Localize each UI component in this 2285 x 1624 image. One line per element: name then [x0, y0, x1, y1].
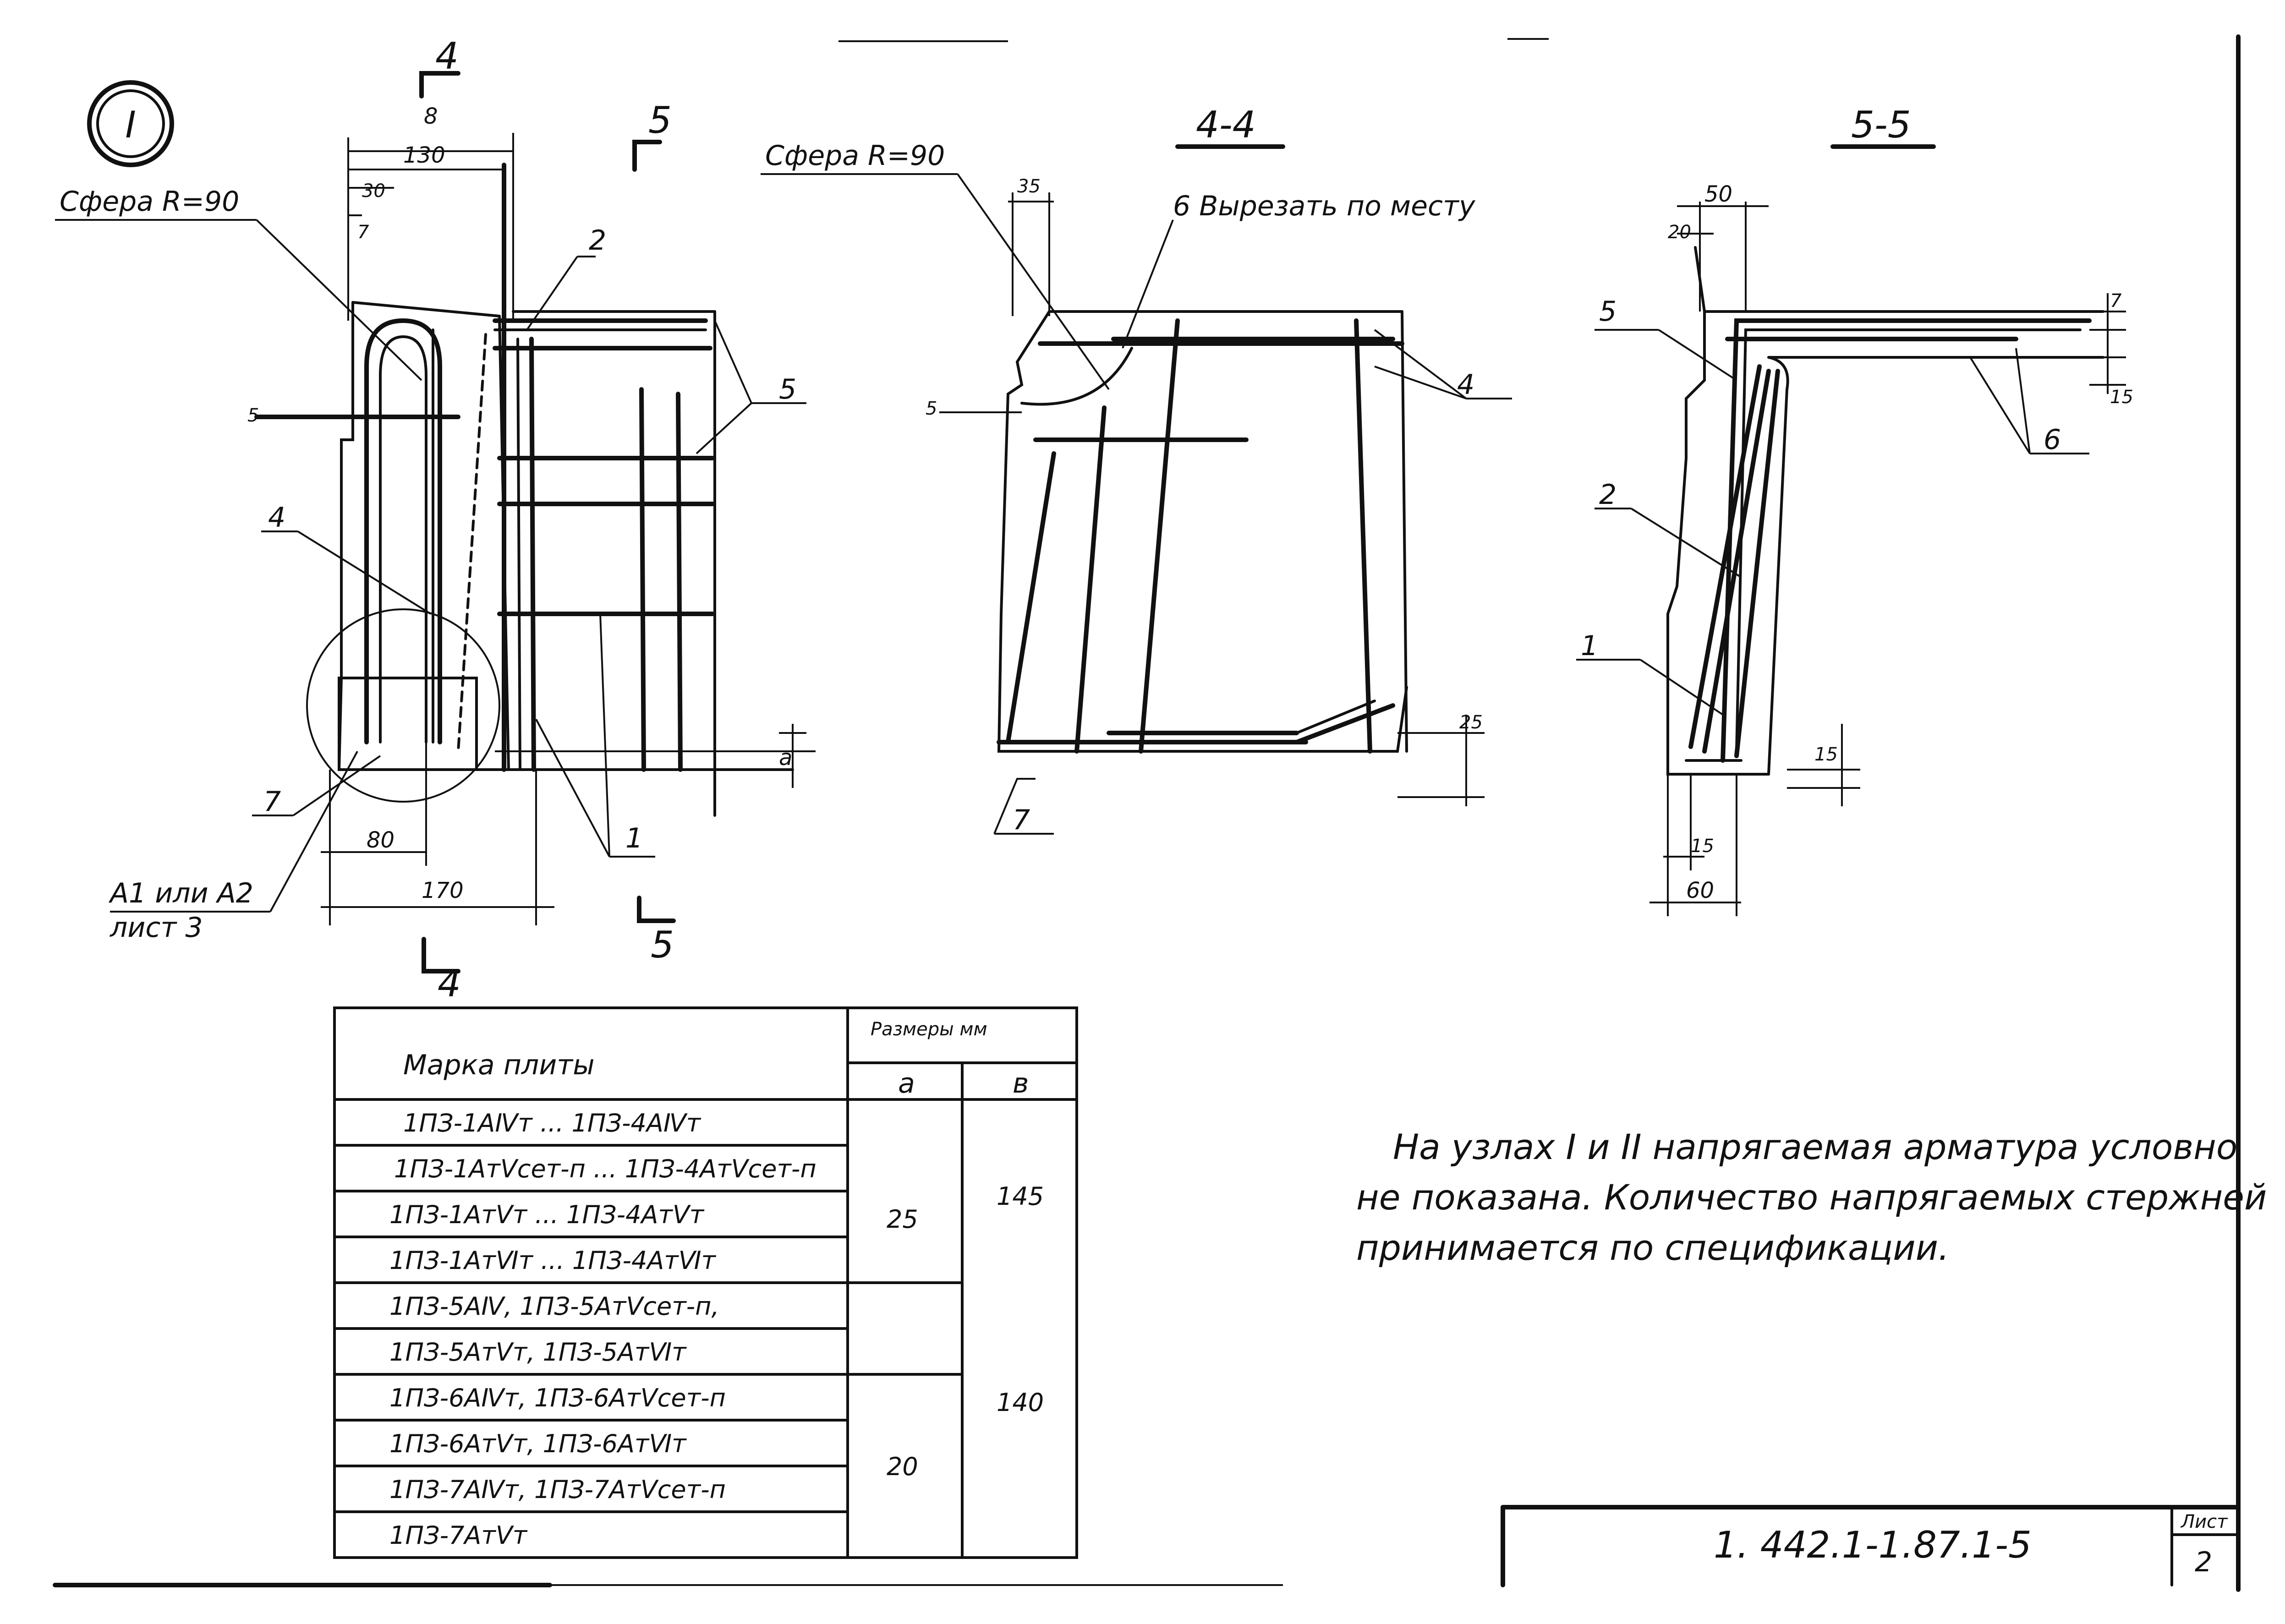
dim-170: 170 — [422, 878, 464, 903]
callout-5-55: 5 — [1599, 295, 1616, 328]
table-row: 1ПЗ-7АⅣт, 1ПЗ-7АтⅤсет-п — [389, 1475, 726, 1504]
table-col-a: a — [898, 1067, 915, 1099]
stamp-code: 1. 442.1-1.87.1-5 — [1714, 1524, 2032, 1566]
dim-7-55: 7 — [2110, 290, 2122, 312]
callout-1-55: 1 — [1581, 630, 1598, 662]
table-b-value: 145 — [997, 1182, 1044, 1211]
note-line-1: На узлах I и II напрягаемая арматура усл… — [1393, 1126, 2237, 1167]
dim-15-right: 15 — [2110, 387, 2133, 408]
callout-4-44: 4 — [1457, 369, 1474, 401]
callout-7-44: 7 — [1013, 804, 1030, 836]
node-marker-text: I — [125, 104, 136, 146]
section-4-bottom-label: 4 — [438, 962, 461, 1005]
main-view: 4 4 5 5 — [55, 35, 816, 1005]
node-marker: I — [87, 80, 174, 167]
dim-25: 25 — [1459, 712, 1483, 733]
callout-5: 5 — [779, 373, 796, 405]
dim-35: 35 — [1017, 176, 1041, 197]
section-4-4: 4-4 35 5 25 Сфера R=90 6 Выре — [761, 104, 1512, 836]
dim-15-bottom: 15 — [1691, 836, 1714, 857]
dim-8: 8 — [424, 104, 438, 129]
dim-20: 20 — [1668, 222, 1691, 243]
callout-2: 2 — [589, 224, 606, 257]
table-row: 1ПЗ-1АⅣт ... 1ПЗ-4АⅣт — [403, 1109, 701, 1137]
dim-5-44: 5 — [926, 398, 937, 419]
cut-note: 6 Вырезать по месту — [1173, 190, 1476, 222]
ref-sheet-line-2: лист 3 — [110, 912, 203, 944]
size-table: Марка плиты Размеры мм a в 1ПЗ-1АⅣт ... … — [333, 1006, 1078, 1559]
dim-30: 30 — [362, 180, 385, 202]
table-a-value: 25 — [887, 1205, 918, 1234]
table-row: 1ПЗ-6АⅣт, 1ПЗ-6АтⅤсет-п — [389, 1383, 726, 1412]
table-row: 1ПЗ-7АтⅤт — [389, 1521, 528, 1550]
dim-7: 7 — [357, 222, 369, 243]
table-row: 1ПЗ-5АтⅤт, 1ПЗ-5АтⅥт — [389, 1338, 687, 1367]
table-row: 1ПЗ-6АтⅤт, 1ПЗ-6АтⅥт — [389, 1429, 687, 1458]
sphere-label-main: Сфера R=90 — [60, 186, 239, 218]
table-row: 1ПЗ-1АтⅤсет-п ... 1ПЗ-4АтⅤсет-п — [394, 1154, 816, 1183]
table-row: 1ПЗ-5АⅣ, 1ПЗ-5АтⅤсет-п, — [389, 1292, 719, 1321]
ref-sheet-line-1: А1 или А2 — [108, 877, 253, 909]
table-header-mark: Марка плиты — [403, 1049, 595, 1081]
section-4-4-title: 4-4 — [1196, 104, 1256, 146]
title-stamp: 1. 442.1-1.87.1-5 Лист 2 — [1501, 1505, 2241, 1587]
stamp-sheet-label: Лист — [2180, 1511, 2228, 1532]
dim-15-mid: 15 — [1814, 744, 1838, 765]
dim-a: a — [779, 745, 792, 771]
section-5-bottom-label: 5 — [651, 924, 674, 966]
callout-1: 1 — [625, 822, 643, 854]
dim-5: 5 — [247, 405, 259, 426]
dim-60: 60 — [1686, 878, 1714, 903]
callout-4: 4 — [268, 502, 285, 534]
section-5-5-title: 5-5 — [1851, 104, 1911, 146]
section-4-top-label: 4 — [435, 35, 459, 77]
dim-80: 80 — [367, 827, 395, 853]
table-row: 1ПЗ-1АтⅥт ... 1ПЗ-4АтⅥт — [389, 1246, 717, 1275]
table-a-value: 20 — [887, 1452, 918, 1481]
stamp-sheet-no: 2 — [2195, 1546, 2212, 1578]
callout-7: 7 — [263, 786, 281, 818]
sphere-label-44: Сфера R=90 — [765, 140, 945, 172]
callout-2-55: 2 — [1599, 479, 1616, 511]
callout-6-55: 6 — [2044, 424, 2061, 456]
section-5-top-label: 5 — [648, 99, 672, 142]
note-line-3: принимается по спецификации. — [1356, 1227, 1949, 1268]
section-5-5: 5-5 50 20 7 15 15 — [1576, 104, 2133, 916]
dim-130: 130 — [403, 142, 445, 168]
table-col-b: в — [1013, 1067, 1029, 1099]
dim-50: 50 — [1704, 181, 1732, 207]
general-note: На узлах I и II напрягаемая арматура усл… — [1356, 1126, 2267, 1268]
note-line-2: не показана. Количество напрягаемых стер… — [1356, 1177, 2267, 1218]
table-header-sizes: Размеры мм — [871, 1019, 987, 1040]
table-row: 1ПЗ-1АтⅤт ... 1ПЗ-4АтⅤт — [389, 1200, 705, 1229]
table-b-value: 140 — [997, 1388, 1044, 1417]
